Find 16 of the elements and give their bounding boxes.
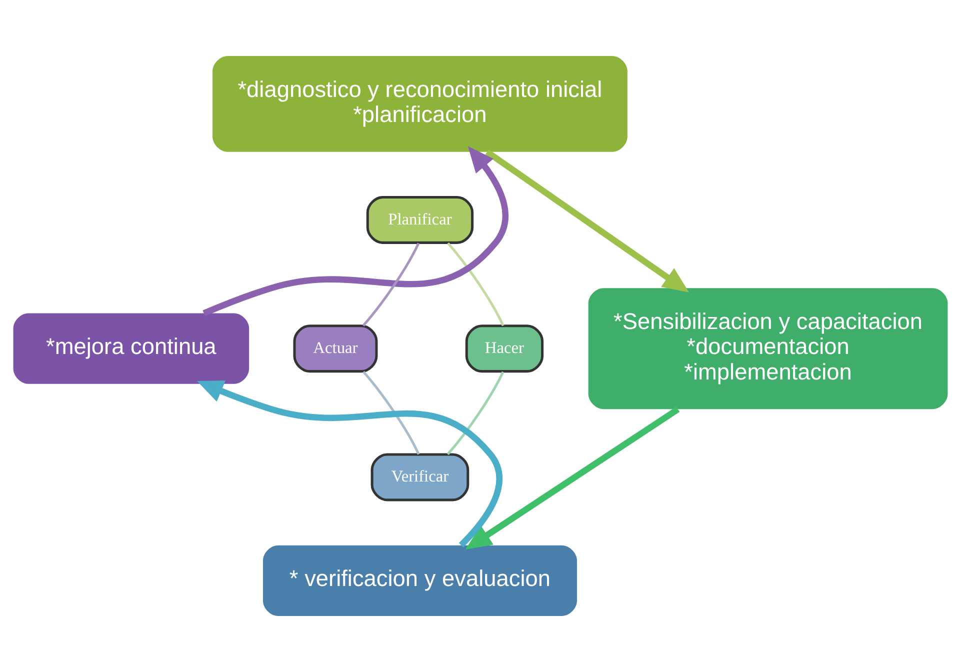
- node-box: *mejora continua: [13, 312, 250, 384]
- connector: [362, 370, 420, 454]
- connector: [362, 242, 420, 326]
- node-box: Actuar: [293, 324, 378, 372]
- node-box: Hacer: [465, 324, 544, 372]
- node-box: Verificar: [370, 452, 470, 501]
- node-box: *Sensibilizacion y capacitacion *documentacion *implementacion: [588, 288, 948, 409]
- arrow: [202, 146, 508, 316]
- node-box: * verificacion y evaluacion: [262, 544, 577, 616]
- connector: [446, 370, 504, 455]
- arrow: [485, 148, 690, 292]
- node-box: Planificar: [366, 196, 474, 244]
- arrow: [465, 406, 680, 549]
- node-box: *diagnostico y reconocimiento inicial *planificacion: [212, 56, 628, 152]
- arrow: [197, 380, 502, 547]
- connector: [447, 242, 504, 326]
